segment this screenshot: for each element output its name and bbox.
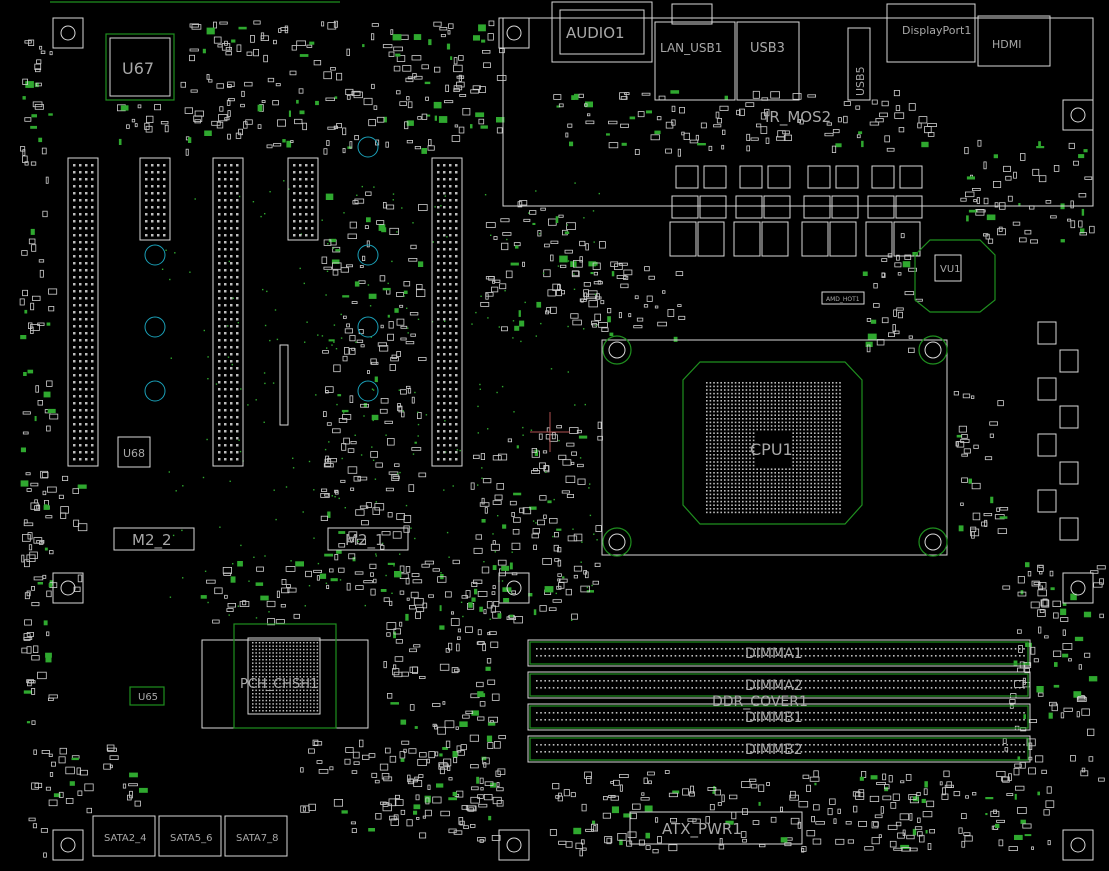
- cpu-label: CPU1: [750, 440, 793, 459]
- displayport-label: DisplayPort1: [902, 24, 971, 37]
- usb3-connector: USB3: [736, 21, 800, 101]
- lan-usb-connector: LAN_USB1: [654, 3, 736, 101]
- dimm-a2-label: DIMMA2: [745, 678, 803, 694]
- sata-5-6-label: SATA5_6: [170, 833, 213, 844]
- pcie-slot: [139, 157, 171, 241]
- screw-hole: [52, 829, 84, 861]
- pch-chipset: PCH_CHSH1: [201, 623, 369, 729]
- mounting-holes: [52, 17, 1094, 861]
- dimm-b2-label: DIMMB2: [745, 742, 803, 758]
- screw-hole: [1062, 572, 1094, 604]
- pcie-slots: [67, 157, 463, 467]
- dimm-slot: [527, 703, 1031, 731]
- u68-label: U68: [123, 447, 145, 460]
- pcie-slot: [67, 157, 99, 467]
- vrm-mosfet-array: [669, 165, 1079, 541]
- m2-1-connector: M2_1: [327, 527, 409, 551]
- dimm-slot: [527, 671, 1031, 699]
- dimm-a1-label: DIMMA1: [745, 646, 803, 662]
- small-components: [19, 20, 1106, 858]
- pcie-slot: [212, 157, 244, 467]
- dimm-b1-label: DIMMB1: [745, 710, 803, 726]
- lan-usb-label: LAN_USB1: [660, 41, 722, 55]
- origin-crosshair: [530, 412, 570, 452]
- screw-hole: [52, 17, 84, 49]
- dimm-slot: [527, 735, 1031, 763]
- m2-2-connector: M2_2: [113, 527, 195, 551]
- atx-power-connector: ATX_PWR1: [629, 811, 803, 845]
- usb5-connector: USB5: [847, 27, 871, 101]
- hdmi-label: HDMI: [992, 38, 1021, 51]
- u67-label: U67: [122, 59, 154, 78]
- u65-label: U65: [138, 692, 158, 703]
- sata-5-6-connector: SATA5_6: [158, 815, 222, 857]
- u68-chip: U68: [117, 436, 151, 468]
- pcie-slot: [431, 157, 463, 467]
- displayport-connector: DisplayPort1: [886, 3, 976, 63]
- vu1-label: VU1: [940, 264, 961, 275]
- pch-pin-grid: [252, 642, 319, 712]
- sata-7-8-connector: SATA7_8: [224, 815, 288, 857]
- screw-hole: [498, 572, 530, 604]
- m2-1-label: M2_1: [345, 531, 385, 550]
- sata-2-4-connector: SATA2_4: [92, 815, 156, 857]
- screw-hole: [498, 829, 530, 861]
- m2-2-label: M2_2: [132, 531, 172, 550]
- screw-hole: [52, 572, 84, 604]
- dimm-slots: [527, 639, 1031, 763]
- usb3-label: USB3: [750, 41, 785, 56]
- screw-hole: [1062, 99, 1094, 131]
- usb5-label: USB5: [854, 66, 867, 96]
- u67-chip: U67: [105, 33, 175, 101]
- ddr-cover-label: DDR_COVER1: [712, 694, 808, 710]
- sata-7-8-label: SATA7_8: [236, 833, 279, 844]
- vrm-controller: VU1: [914, 239, 996, 313]
- audio-label: AUDIO1: [566, 24, 625, 42]
- dimm-slot: [527, 639, 1031, 667]
- audio-connector: AUDIO1: [551, 1, 653, 63]
- atx-label: ATX_PWR1: [662, 820, 742, 839]
- screw-hole: [498, 17, 530, 49]
- pch-label: PCH_CHSH1: [240, 677, 318, 692]
- u65-outline: [129, 686, 165, 706]
- mosfet-label: IR_MOS2: [765, 108, 831, 127]
- amd-hot-header: AMD_HOT1: [821, 291, 865, 305]
- screw-hole: [1062, 829, 1094, 861]
- pcie-slot: [287, 157, 319, 241]
- sata-2-4-label: SATA2_4: [104, 833, 147, 844]
- cpu-pin-grid: [706, 382, 841, 514]
- hdmi-connector: HDMI: [977, 15, 1051, 67]
- cpu-socket: CPU1: [601, 335, 948, 557]
- amd-hot-label: AMD_HOT1: [826, 296, 860, 303]
